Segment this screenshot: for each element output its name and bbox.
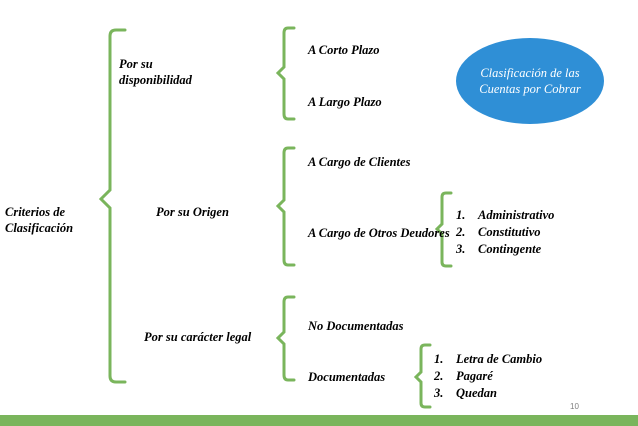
sub-item-constitutivo: Constitutivo bbox=[478, 225, 541, 239]
footer-bar bbox=[0, 415, 638, 426]
item-cargo-clientes: A Cargo de Clientes bbox=[308, 155, 411, 169]
item-cargo-otros-deudores: A Cargo de Otros Deudores bbox=[308, 226, 450, 240]
origen-sub-bracket bbox=[434, 191, 453, 268]
list-number: 2. bbox=[456, 225, 466, 239]
origen-bracket bbox=[275, 146, 296, 267]
list-number: 2. bbox=[434, 369, 444, 383]
legal-sub-bracket bbox=[413, 343, 432, 409]
sub-item-pagare: Pagaré bbox=[456, 369, 493, 383]
root-bracket bbox=[98, 28, 127, 384]
list-item: 2. Pagaré bbox=[434, 368, 542, 385]
sub-item-contingente: Contingente bbox=[478, 242, 542, 256]
root-label: Criterios de Clasificación bbox=[5, 205, 74, 235]
list-number: 1. bbox=[434, 352, 444, 366]
branch-origen-label: Por su Origen bbox=[156, 205, 229, 219]
legal-bracket bbox=[275, 295, 296, 382]
title-oval: Clasificación de las Cuentas por Cobrar bbox=[456, 38, 604, 124]
list-number: 3. bbox=[434, 386, 444, 400]
item-no-documentadas: No Documentadas bbox=[308, 319, 404, 333]
item-largo-plazo: A Largo Plazo bbox=[308, 95, 382, 109]
branch-disponibilidad-label: Por su disponibilidad bbox=[119, 57, 192, 87]
item-documentadas: Documentadas bbox=[308, 370, 386, 384]
list-item: 1. Administrativo bbox=[456, 207, 554, 224]
disponibilidad-bracket bbox=[275, 26, 296, 121]
list-item: 2. Constitutivo bbox=[456, 224, 554, 241]
sub-item-administrativo: Administrativo bbox=[478, 208, 555, 222]
item-corto-plazo: A Corto Plazo bbox=[308, 43, 380, 57]
origen-sub-list: 1. Administrativo 2. Constitutivo 3. Contin… bbox=[456, 207, 554, 258]
branch-legal-label: Por su carácter legal bbox=[144, 330, 252, 344]
page-number: 10 bbox=[570, 402, 579, 411]
list-item: 3. Contingente bbox=[456, 241, 554, 258]
title-oval-text: Clasificación de las Cuentas por Cobrar bbox=[479, 66, 581, 96]
sub-item-quedan: Quedan bbox=[456, 386, 497, 400]
sub-item-letra-cambio: Letra de Cambio bbox=[456, 352, 543, 366]
list-item: 1. Letra de Cambio bbox=[434, 351, 542, 368]
list-number: 3. bbox=[456, 242, 466, 256]
legal-sub-list: 1. Letra de Cambio 2. Pagaré 3. Quedan bbox=[434, 351, 542, 402]
list-number: 1. bbox=[456, 208, 466, 222]
list-item: 3. Quedan bbox=[434, 385, 542, 402]
